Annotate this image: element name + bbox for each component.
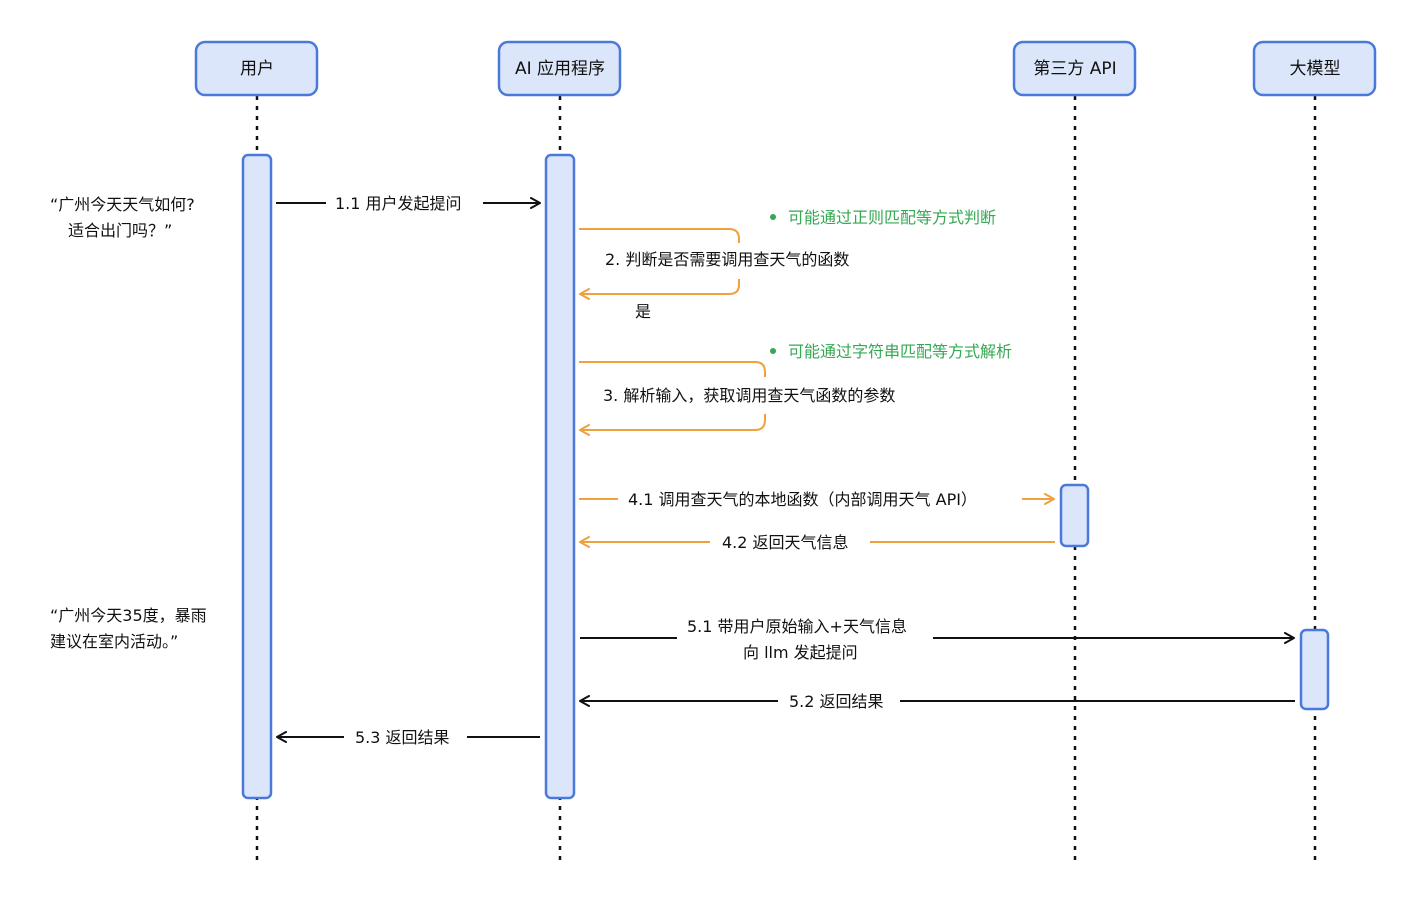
activation-user bbox=[241, 153, 273, 800]
message-4-2: 4.2 返回天气信息 bbox=[579, 533, 1055, 552]
activation-third-api bbox=[1059, 483, 1090, 548]
message-4-1-label: 4.1 调用查天气的本地函数（内部调用天气 API） bbox=[628, 490, 977, 509]
actor-llm-label: 大模型 bbox=[1290, 59, 1341, 79]
note-3-bullet bbox=[770, 348, 776, 354]
actor-user-label: 用户 bbox=[240, 59, 274, 79]
message-2-self-call: 2. 判断是否需要调用查天气的函数 是 bbox=[579, 228, 849, 321]
final-answer-line1: “广州今天35度，暴雨 bbox=[50, 606, 207, 625]
note-2-text: 可能通过正则匹配等方式判断 bbox=[788, 208, 996, 227]
actor-app: AI 应用程序 bbox=[497, 40, 622, 97]
final-answer-line2: 建议在室内活动。” bbox=[50, 632, 178, 651]
message-5-1-label-line1: 5.1 带用户原始输入+天气信息 bbox=[687, 617, 907, 636]
activation-llm bbox=[1299, 628, 1330, 711]
message-2-yes-label: 是 bbox=[635, 302, 651, 321]
actor-third-api: 第三方 API bbox=[1012, 40, 1137, 97]
message-5-3-label: 5.3 返回结果 bbox=[355, 728, 450, 747]
message-5-3: 5.3 返回结果 bbox=[276, 728, 540, 747]
message-1-1-label: 1.1 用户发起提问 bbox=[335, 194, 462, 213]
message-2-label: 2. 判断是否需要调用查天气的函数 bbox=[605, 250, 849, 269]
message-4-2-label: 4.2 返回天气信息 bbox=[722, 533, 849, 552]
activation-app bbox=[544, 153, 576, 800]
message-4-1: 4.1 调用查天气的本地函数（内部调用天气 API） bbox=[579, 490, 1055, 509]
note-3-text: 可能通过字符串匹配等方式解析 bbox=[788, 342, 1012, 361]
message-5-1: 5.1 带用户原始输入+天气信息 向 llm 发起提问 bbox=[580, 617, 1295, 662]
actor-third-api-label: 第三方 API bbox=[1033, 59, 1116, 79]
message-5-2: 5.2 返回结果 bbox=[579, 692, 1295, 711]
actor-user: 用户 bbox=[194, 40, 319, 97]
note-3: 可能通过字符串匹配等方式解析 bbox=[770, 342, 1012, 361]
message-3-self-call: 3. 解析输入，获取调用查天气函数的参数 bbox=[579, 361, 895, 436]
note-2-bullet bbox=[770, 214, 776, 220]
message-5-2-label: 5.2 返回结果 bbox=[789, 692, 884, 711]
user-question-line2: 适合出门吗？” bbox=[68, 221, 172, 240]
actor-llm: 大模型 bbox=[1252, 40, 1377, 97]
message-5-1-label-line2: 向 llm 发起提问 bbox=[743, 643, 858, 662]
user-question-line1: “广州今天天气如何? bbox=[50, 195, 195, 214]
actor-app-label: AI 应用程序 bbox=[515, 59, 605, 79]
message-3-label: 3. 解析输入，获取调用查天气函数的参数 bbox=[603, 386, 895, 405]
note-2: 可能通过正则匹配等方式判断 bbox=[770, 208, 996, 227]
message-1-1: 1.1 用户发起提问 bbox=[276, 194, 541, 213]
